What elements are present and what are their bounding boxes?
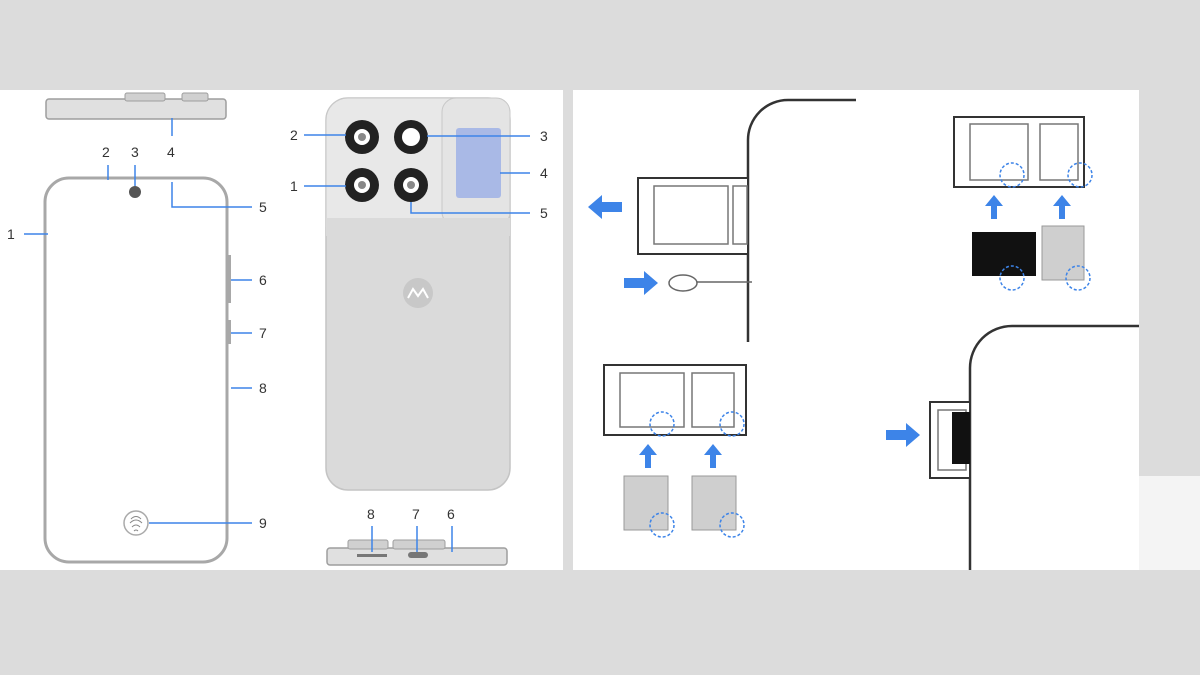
sim-eject-pin-icon bbox=[668, 274, 752, 292]
up-arrow-icon bbox=[1053, 195, 1071, 219]
phone-front bbox=[43, 176, 231, 564]
front-callout: 8 bbox=[259, 380, 267, 396]
front-callout: 5 bbox=[259, 199, 267, 215]
step-eject-tray bbox=[588, 98, 856, 342]
camera-lens-icon bbox=[394, 168, 428, 202]
phone-back bbox=[325, 97, 511, 491]
step-tray-cards-b bbox=[603, 364, 747, 538]
brand-logo-icon bbox=[403, 278, 433, 308]
back-callout: 5 bbox=[540, 205, 548, 221]
back-callout: 7 bbox=[412, 506, 420, 522]
right-arrow-icon bbox=[624, 271, 658, 295]
up-arrow-icon bbox=[704, 444, 722, 468]
step-insert-tray bbox=[886, 324, 1139, 570]
left-arrow-icon bbox=[588, 195, 622, 219]
front-callouts: 1 2 3 4 5 6 7 8 9 bbox=[7, 144, 267, 531]
usb-port-icon bbox=[408, 552, 428, 558]
back-callout: 8 bbox=[367, 506, 375, 522]
front-leader-lines bbox=[24, 118, 252, 524]
front-callout: 4 bbox=[167, 144, 175, 160]
front-callout: 1 bbox=[7, 226, 15, 242]
front-callout: 6 bbox=[259, 272, 267, 288]
back-callout: 4 bbox=[540, 165, 548, 181]
phone-bottom-edge bbox=[326, 539, 508, 566]
camera-lens-icon bbox=[345, 120, 379, 154]
back-callout: 1 bbox=[290, 178, 298, 194]
sim-card-icon bbox=[691, 475, 737, 531]
camera-lens-icon bbox=[345, 168, 379, 202]
front-callout: 3 bbox=[131, 144, 139, 160]
speaker-grille-icon bbox=[357, 554, 387, 557]
step-tray-cards-a bbox=[953, 116, 1093, 291]
fingerprint-area bbox=[456, 128, 501, 198]
back-callout: 6 bbox=[447, 506, 455, 522]
right-arrow-icon bbox=[886, 423, 920, 447]
front-callout: 2 bbox=[102, 144, 110, 160]
back-leader-lines bbox=[304, 134, 530, 552]
front-camera-icon bbox=[129, 186, 141, 198]
sd-card-icon bbox=[952, 412, 970, 464]
front-callout: 7 bbox=[259, 325, 267, 341]
up-arrow-icon bbox=[639, 444, 657, 468]
sim-card-icon bbox=[1041, 225, 1085, 281]
bottom-band bbox=[0, 587, 1200, 675]
up-arrow-icon bbox=[985, 195, 1003, 219]
side-strip bbox=[1139, 476, 1200, 570]
back-callout: 3 bbox=[540, 128, 548, 144]
front-callout: 9 bbox=[259, 515, 267, 531]
fingerprint-sensor-icon bbox=[123, 510, 149, 536]
back-callouts: 1 2 3 4 5 6 7 8 bbox=[290, 127, 548, 522]
back-callout: 2 bbox=[290, 127, 298, 143]
phone-top-edge bbox=[45, 92, 227, 120]
sim-card-icon bbox=[623, 475, 669, 531]
flash-icon bbox=[394, 120, 428, 154]
